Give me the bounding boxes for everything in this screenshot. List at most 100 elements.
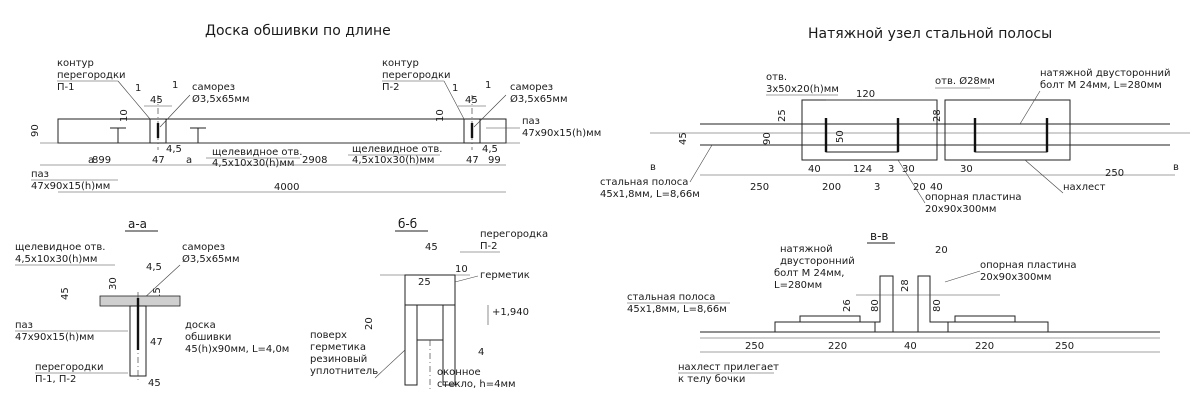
slot-hole-2-label-2: 4,5х10х30(h)мм <box>352 155 434 166</box>
support-plate-right <box>944 99 1071 161</box>
dim-1-a: 1 <box>135 83 141 94</box>
dim-50: 50 <box>835 130 846 143</box>
aa-board-label-1: доска <box>185 320 216 331</box>
cut-v-left: в <box>650 162 656 173</box>
dim-3-b: 3 <box>874 182 880 193</box>
strip-leader <box>689 144 713 183</box>
dim-250-right: 250 <box>1105 168 1124 179</box>
section-aa: а-а щелевидное отв. 4,5х10х30(h)мм самор… <box>15 217 289 389</box>
dim-40-b: 40 <box>930 182 943 193</box>
bb-post-left <box>404 304 418 386</box>
dim-20: 20 <box>913 182 926 193</box>
vv-bolt-label-4: L=280мм <box>774 280 822 291</box>
bb-sealant-label: герметик <box>480 270 530 281</box>
vv-plate-label-1: опорная пластина <box>980 260 1077 271</box>
screw-p2-label-1: саморез <box>510 82 553 93</box>
dim-2908: 2908 <box>302 155 327 166</box>
aa-groove-label-1: паз <box>15 320 33 331</box>
screw-p2-leader <box>473 94 507 128</box>
aa-board-label-2: обшивки <box>185 332 231 343</box>
dim-4-5-p1: 4,5 <box>166 144 182 155</box>
bb-post-right <box>442 304 456 386</box>
aa-screw-leader <box>141 264 181 301</box>
dim-45-p1: 45 <box>150 95 163 106</box>
groove-right-label-1: паз <box>522 116 540 127</box>
hole-label-1: отв. <box>766 72 787 83</box>
bolt-label-1: натяжной двусторонний <box>1040 68 1171 79</box>
cut-v-right: в <box>1173 162 1179 173</box>
dim-1-c: 1 <box>452 83 458 94</box>
dim-3: 3 <box>888 164 894 175</box>
bb-sealant-leader <box>454 275 479 283</box>
vv-plate-leader <box>944 270 981 283</box>
plate-label-1: опорная пластина <box>925 192 1022 203</box>
dim-120: 120 <box>856 89 875 100</box>
bolt-label-2: болт М 24мм, L=280мм <box>1040 80 1162 91</box>
contour-p1-label-1: контур <box>57 58 94 69</box>
cut-mark-a-left: a <box>88 155 94 166</box>
contour-p2-label-2: перегородки <box>382 70 450 81</box>
dim-200: 200 <box>822 182 841 193</box>
dim-10-p2: 10 <box>435 109 446 122</box>
overlap-leader <box>1024 159 1064 194</box>
vv-dim-250-left: 250 <box>745 341 764 352</box>
contour-p1-label-2: перегородки <box>57 70 125 81</box>
vv-dim-250-right: 250 <box>1055 341 1074 352</box>
vv-overlap-label-2: к телу бочки <box>678 374 745 385</box>
vv-dim-80-left: 80 <box>870 299 881 312</box>
contour-p2-label-3: П-2 <box>382 82 400 93</box>
vv-overlap-label-1: нахлест прилегает <box>678 362 779 373</box>
bb-glass-label-1: оконное <box>437 367 481 378</box>
dim-45: 45 <box>678 132 689 145</box>
dim-4-5-p2: 4,5 <box>482 144 498 155</box>
bb-top-sealant-3: резиновый <box>310 354 367 365</box>
bolt-leader <box>1019 90 1041 125</box>
strip-label-2: 45х1,8мм, L=8,66м <box>600 189 700 200</box>
dim-250-left: 250 <box>750 182 769 193</box>
cut-mark-a-right: a <box>186 155 192 166</box>
dim-47-b: 47 <box>466 155 479 166</box>
bb-partition-label-2: П-2 <box>480 241 498 252</box>
bb-top-sealant-1: поверх <box>310 330 347 341</box>
bb-dim-20: 20 <box>364 317 375 330</box>
aa-screw-label-2: Ø3,5х65мм <box>182 253 240 265</box>
aa-board <box>99 295 181 307</box>
dim-45-p2: 45 <box>465 95 478 106</box>
section-bb-title: б-б <box>398 217 417 231</box>
groove-left-label-1: паз <box>31 169 49 180</box>
vv-dim-28: 28 <box>900 279 911 292</box>
vv-strip-label-1: стальная полоса <box>627 292 715 303</box>
strip-label-1: стальная полоса <box>600 177 688 188</box>
dim-99: 99 <box>488 155 501 166</box>
aa-partitions-label-1: перегородки <box>35 362 103 373</box>
slot-hole-label-2: 4,5х10х30(h)мм <box>212 158 294 169</box>
slot-hole-2-label-1: щелевидное отв. <box>352 144 442 155</box>
aa-partitions-label-2: П-1, П-2 <box>35 374 76 385</box>
dim-899: 899 <box>92 155 111 166</box>
contour-p1-leader <box>117 80 151 120</box>
vv-dim-80-right: 80 <box>932 299 943 312</box>
dim-30-a: 30 <box>902 164 915 175</box>
dim-40-a: 40 <box>808 164 821 175</box>
vv-bolt-label-1: натяжной <box>780 244 833 255</box>
aa-board-label-3: 45(h)х90мм, L=4,0м <box>185 344 289 355</box>
section-bb: б-б 45 перегородка П-2 25 10 герметик 20… <box>310 217 548 392</box>
vv-dim-20: 20 <box>935 245 948 256</box>
section-vv-title: в-в <box>870 229 888 243</box>
dim-4000: 4000 <box>274 182 299 193</box>
vv-upright-right <box>917 275 948 332</box>
slot-hole-label-1: щелевидное отв. <box>212 147 302 158</box>
dim-47-a: 47 <box>152 155 165 166</box>
bb-top-sealant-4: уплотнитель <box>310 366 378 377</box>
screw-p1-label-2: Ø3,5х65мм <box>192 93 250 105</box>
bb-dim-25: 25 <box>418 277 431 288</box>
aa-screw-label-1: саморез <box>182 242 225 253</box>
overlap-label: нахлест <box>1063 182 1106 193</box>
dim-30-b: 30 <box>960 164 973 175</box>
aa-dim-4-5: 4,5 <box>146 262 162 273</box>
board-view: Доска обшивки по длине a a контур перего… <box>30 23 601 193</box>
screw-p2-label-2: Ø3,5х65мм <box>510 93 568 105</box>
plate-leader <box>897 159 926 204</box>
groove-right-label-2: 47х90х15(h)мм <box>522 128 601 139</box>
vv-plate-right <box>954 315 1016 323</box>
